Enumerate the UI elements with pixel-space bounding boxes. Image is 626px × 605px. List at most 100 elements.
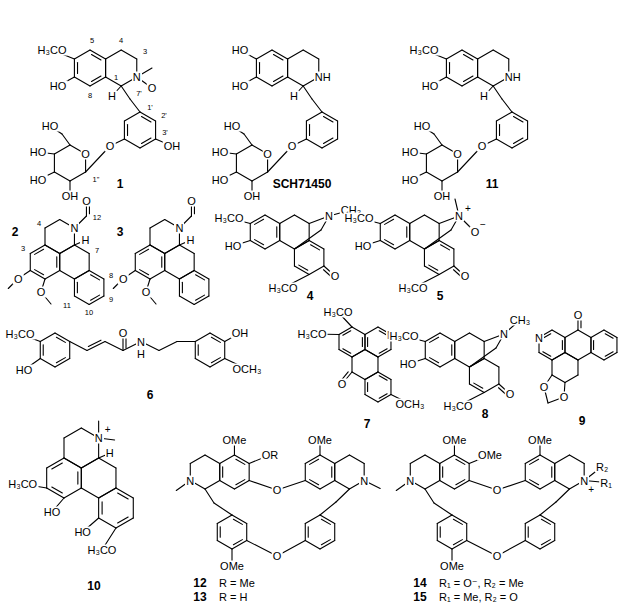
bond-line	[320, 455, 335, 464]
bond-line	[214, 503, 232, 515]
atom-label: H₃CO	[37, 45, 68, 56]
bond-line	[552, 375, 565, 383]
bond-line	[484, 359, 499, 368]
bond-line	[552, 353, 565, 361]
bond-line	[305, 524, 306, 541]
bond-line	[312, 99, 322, 112]
bond-line	[305, 541, 320, 550]
atom-label: N	[454, 211, 464, 222]
atom-label: N	[359, 475, 369, 486]
bond-line	[106, 50, 122, 59]
bond-line	[453, 249, 454, 266]
bond-line	[287, 59, 288, 77]
bond-line	[484, 384, 499, 393]
bond-line	[525, 541, 540, 550]
atom-label: O	[477, 141, 488, 152]
bond-line	[362, 337, 363, 346]
bond-line	[294, 230, 321, 249]
bond-line	[81, 458, 98, 468]
atom-label: H	[289, 91, 299, 102]
substituent-note: R₁ = O⁻, R₂ = Me	[438, 578, 525, 589]
atom-label: H₃CO	[389, 331, 420, 342]
bond-line	[434, 134, 442, 145]
bond-line	[55, 359, 70, 368]
bond-line	[593, 340, 594, 349]
bond-line	[99, 488, 116, 498]
bond-line	[246, 524, 247, 541]
bond-line	[380, 224, 381, 241]
bond-line	[303, 86, 312, 99]
bond-line	[211, 358, 220, 363]
atom-label: H	[185, 235, 195, 246]
atom-label: H₃CO	[5, 329, 36, 340]
bond-line	[81, 458, 98, 468]
bond-line	[56, 358, 65, 363]
bond-line	[565, 353, 578, 361]
atom-label: HO	[41, 121, 60, 132]
bond-line	[195, 359, 210, 368]
bond-line	[365, 350, 378, 358]
bond-line	[89, 254, 90, 271]
bond-line	[74, 271, 89, 280]
atom-label: HO	[401, 147, 420, 158]
bond-line	[159, 342, 177, 351]
bond-line	[217, 541, 232, 550]
bond-line	[198, 345, 199, 355]
bond-line	[466, 524, 467, 541]
bond-line	[454, 481, 469, 490]
bond-line	[410, 455, 425, 464]
bond-line	[425, 455, 440, 464]
bond-line	[426, 172, 442, 181]
atom-label: H₃CO	[214, 213, 245, 224]
atom-label: HO	[49, 81, 68, 92]
locant-number: 1'	[146, 104, 154, 112]
bond-line	[74, 279, 75, 296]
bond-line	[81, 488, 98, 498]
bond-line	[378, 372, 391, 380]
bond-line	[89, 296, 104, 305]
bond-line	[56, 337, 65, 342]
bond-line	[577, 360, 578, 375]
atom-label: HO	[29, 175, 48, 186]
bond-line	[406, 227, 407, 237]
bond-line	[565, 353, 578, 361]
bond-line	[272, 50, 288, 59]
bond-line	[512, 112, 528, 121]
bond-line	[135, 245, 150, 254]
bond-line	[177, 341, 195, 342]
bond-line	[45, 245, 60, 254]
atom-label: O	[272, 551, 283, 562]
bond-line	[103, 279, 104, 296]
bond-line	[462, 50, 478, 59]
bond-line	[424, 215, 439, 224]
bond-line	[425, 342, 426, 359]
bond-line	[74, 271, 89, 280]
bond-line	[194, 296, 209, 305]
bond-line	[364, 380, 365, 395]
locant-number: 11	[62, 302, 72, 310]
bond-line	[124, 139, 140, 148]
compound-number: 7	[363, 418, 372, 430]
atom-label: OMe	[222, 435, 248, 446]
bond-line	[541, 519, 550, 524]
bond-line	[437, 524, 438, 541]
bond-line	[205, 455, 220, 464]
bond-line	[124, 112, 140, 121]
locant-number: 5	[89, 37, 95, 45]
bond-line	[64, 458, 81, 468]
atom-label: N	[132, 72, 142, 83]
bond-line	[527, 121, 528, 139]
locant-number: 1''	[91, 176, 100, 184]
bond-line	[430, 337, 439, 342]
bond-line	[564, 338, 565, 353]
atom-label: OMe	[439, 561, 465, 572]
bond-line	[425, 481, 440, 490]
bond-line	[335, 481, 350, 490]
bond-line	[194, 254, 195, 271]
bond-line	[439, 241, 454, 250]
bond-line	[150, 245, 165, 254]
locant-number: 2'	[160, 112, 168, 120]
bond-line	[294, 215, 309, 224]
atom-label: H	[80, 235, 90, 246]
